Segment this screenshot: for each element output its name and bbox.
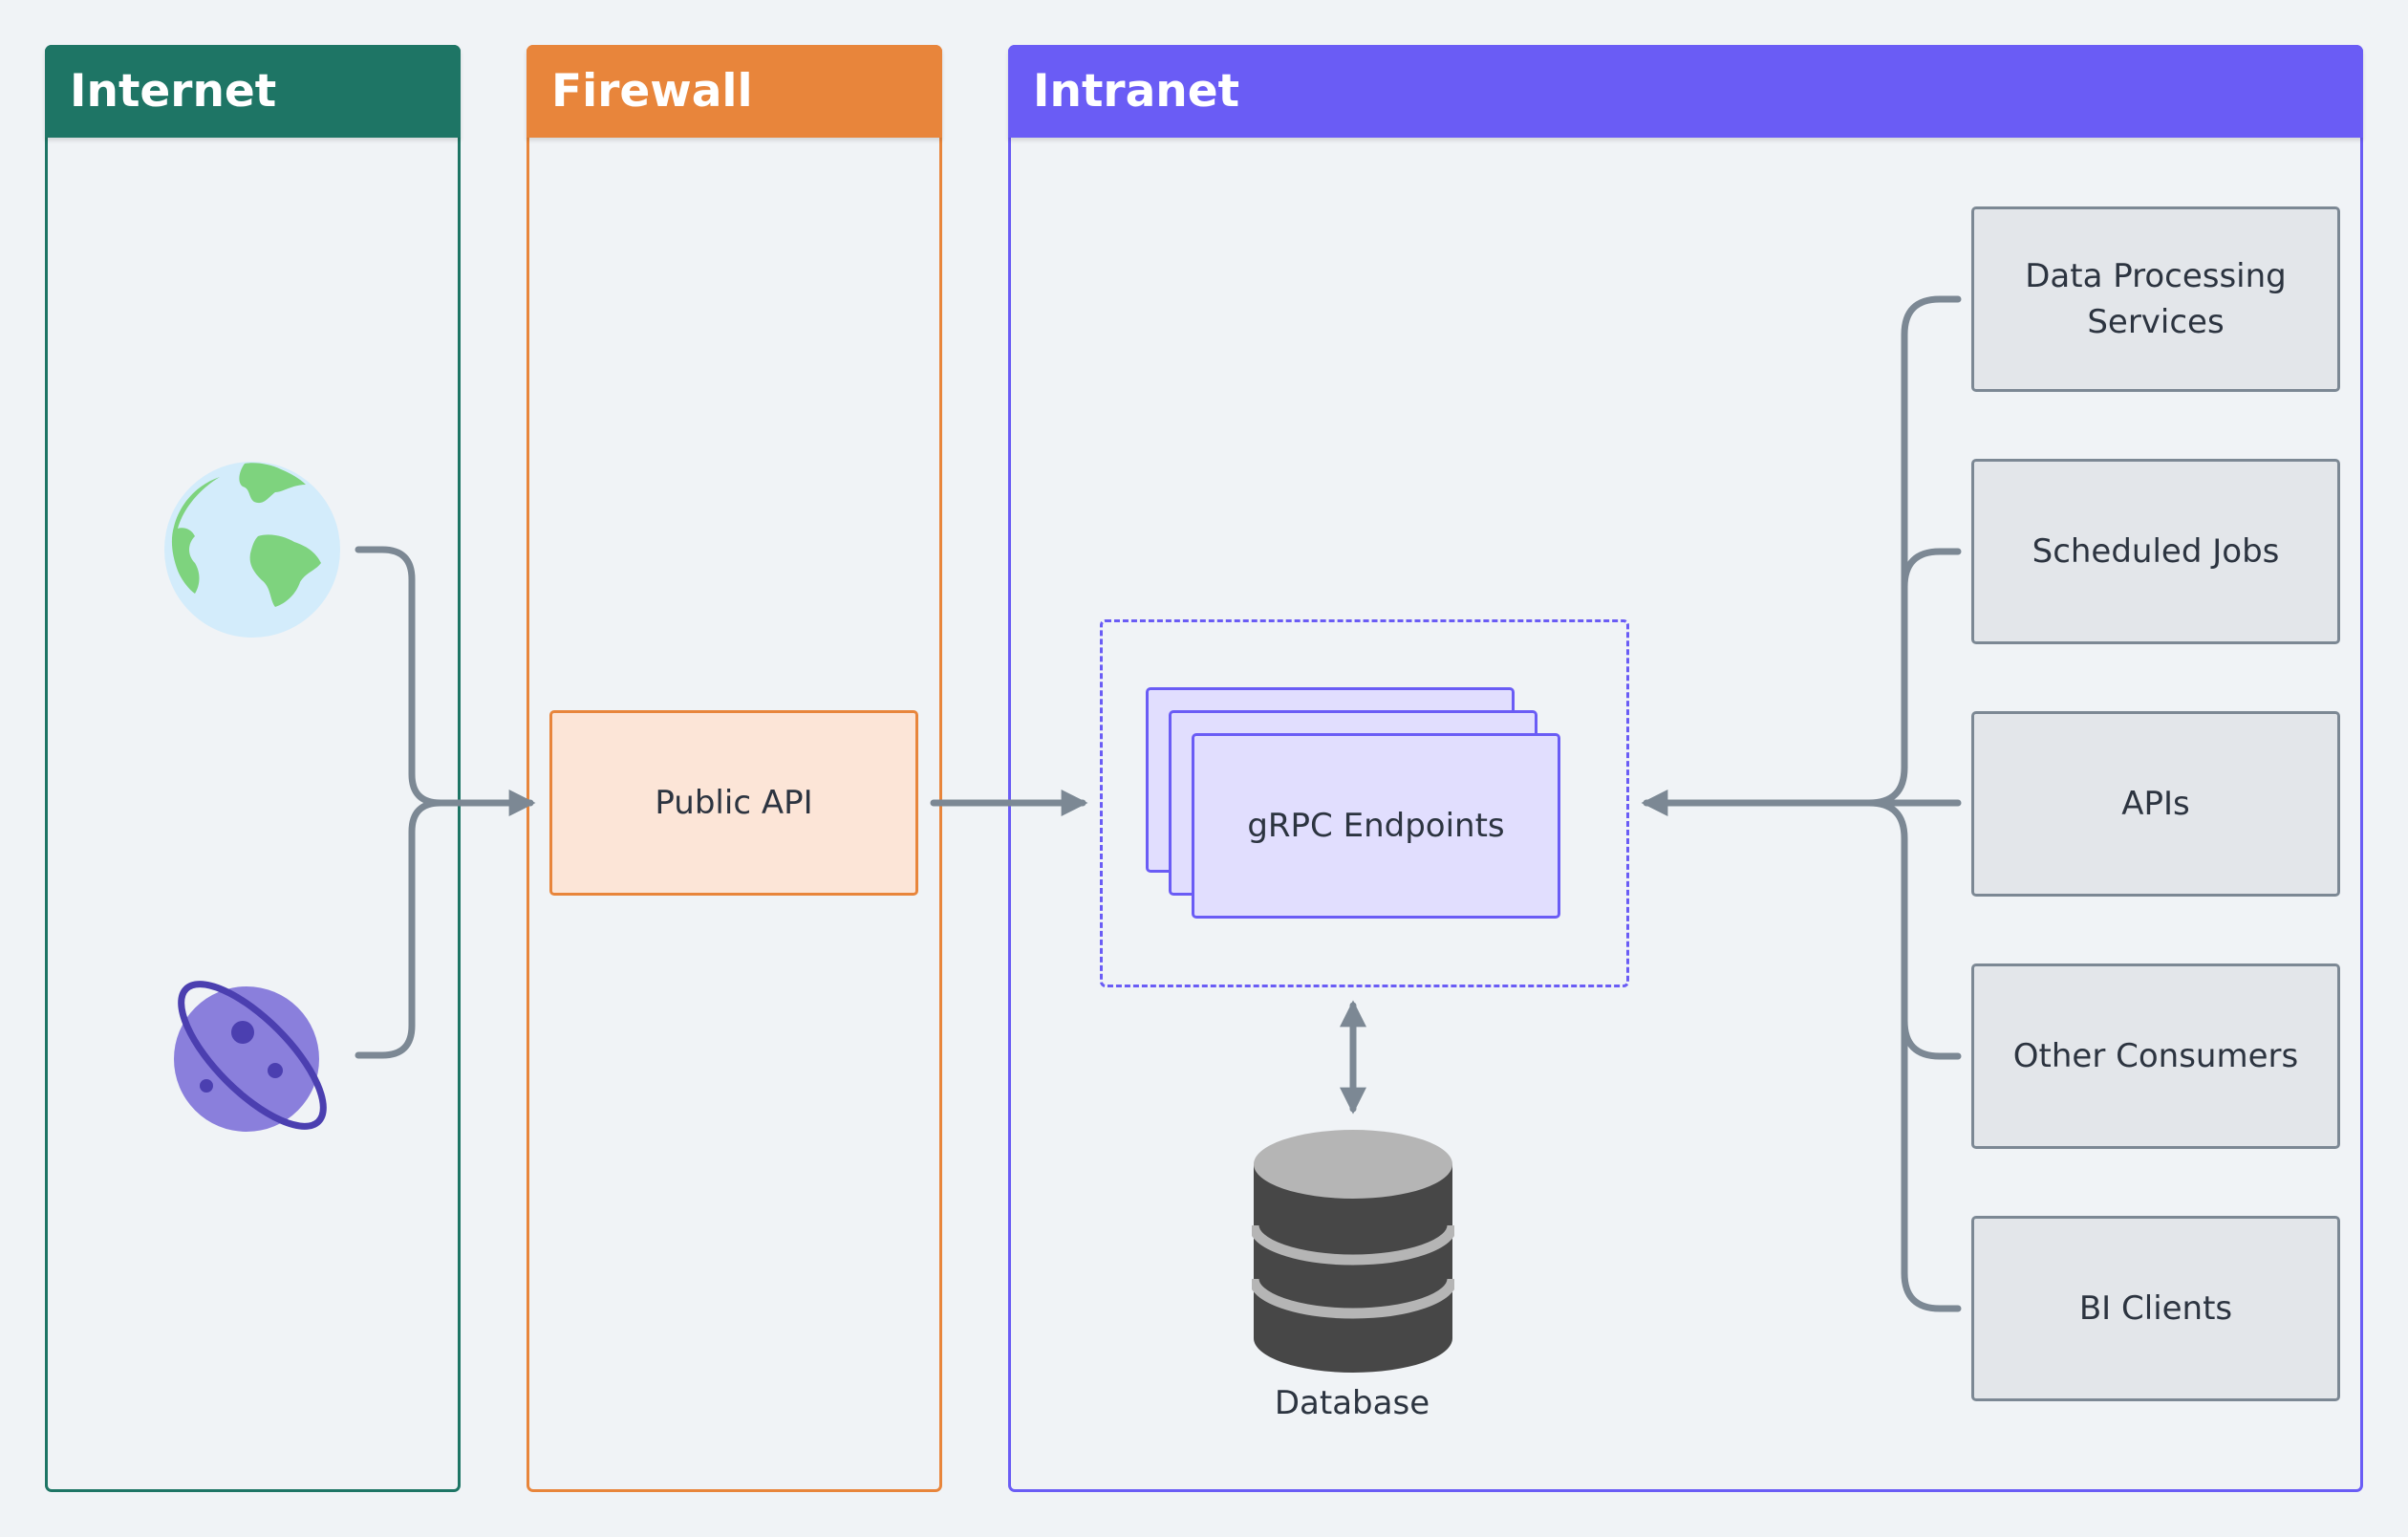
consumer-other-consumers: Other Consumers [1971, 963, 2340, 1149]
firewall-lane-title: Firewall [527, 45, 942, 138]
intranet-lane-title: Intranet [1008, 45, 2363, 138]
database-label: Database [1274, 1384, 1430, 1422]
globe-icon [164, 462, 340, 638]
grpc-endpoints-box: gRPC Endpoints [1192, 733, 1560, 919]
consumer-scheduled-jobs: Scheduled Jobs [1971, 459, 2340, 644]
intranet-lane: Intranet [1008, 45, 2363, 1492]
grpc-group-boundary [1100, 619, 1629, 987]
consumer-label: BI Clients [2078, 1289, 2233, 1328]
consumer-label: Scheduled Jobs [2032, 532, 2280, 571]
consumer-label: Data Processing Services [2025, 257, 2287, 341]
grpc-endpoints-label: gRPC Endpoints [1247, 807, 1505, 845]
internet-lane: Internet [45, 45, 461, 1492]
database-icon [1252, 1130, 1454, 1373]
consumer-data-processing-services: Data Processing Services [1971, 206, 2340, 392]
internet-lane-title: Internet [45, 45, 461, 138]
consumer-label: Other Consumers [2012, 1037, 2299, 1075]
consumer-bi-clients: BI Clients [1971, 1216, 2340, 1401]
public-api-box: Public API [549, 710, 918, 896]
consumer-label: APIs [2121, 785, 2190, 823]
consumer-apis: APIs [1971, 711, 2340, 897]
planet-icon [174, 981, 327, 1132]
public-api-label: Public API [655, 784, 813, 822]
